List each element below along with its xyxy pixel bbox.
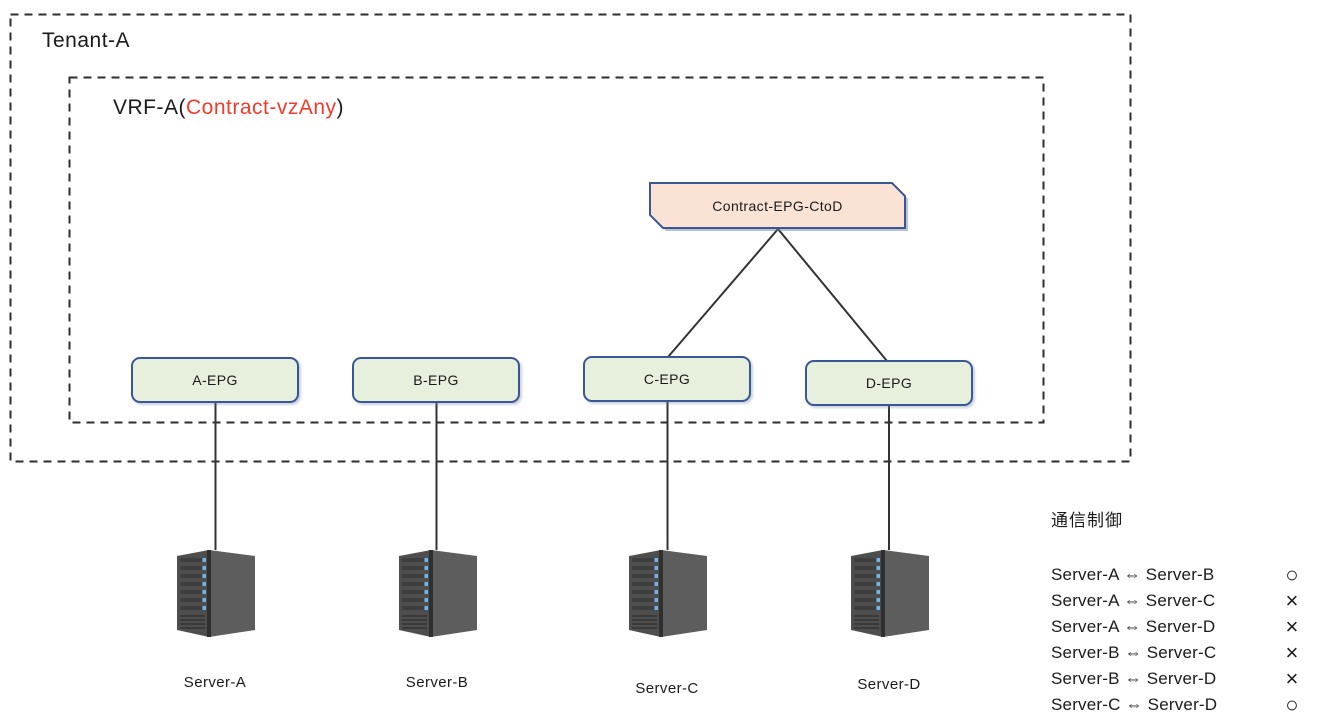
legend-row-bc: Server-B ⇔ Server-C × xyxy=(1051,640,1307,666)
link-contract-depg xyxy=(777,228,888,362)
deny-symbol: × xyxy=(1285,640,1299,665)
legend-row-cd: Server-C ⇔ Server-D ○ xyxy=(1051,692,1307,718)
deny-symbol: × xyxy=(1285,614,1299,639)
legend-pair-cd: Server-C ⇔ Server-D xyxy=(1051,695,1218,714)
server-d-label: Server-D xyxy=(857,676,921,693)
legend-pair-bc: Server-B ⇔ Server-C xyxy=(1051,643,1217,662)
vrf-name-suffix: ) xyxy=(336,96,345,119)
epg-b-box: B-EPG xyxy=(352,357,520,403)
legend-row-bd: Server-B ⇔ Server-D × xyxy=(1051,666,1307,692)
epg-a-label: A-EPG xyxy=(192,372,238,388)
allow-symbol: ○ xyxy=(1285,562,1299,587)
link-contract-cepg xyxy=(667,228,779,358)
contract-epg-ctod-label: Contract-EPG-CtoD xyxy=(712,197,843,214)
tenant-name: Tenant-A xyxy=(42,29,131,52)
vrf-label: VRF-A(Contract-vzAny) xyxy=(113,96,344,120)
server-c-icon xyxy=(629,550,707,637)
legend-row-ab: Server-A ⇔ Server-B ○ xyxy=(1051,562,1307,588)
epg-a-box: A-EPG xyxy=(131,357,299,403)
epg-d-label: D-EPG xyxy=(865,375,913,391)
vrf-contract-name: Contract-vzAny xyxy=(186,96,337,119)
epg-c-label: C-EPG xyxy=(643,371,691,387)
server-c-label: Server-C xyxy=(635,680,699,697)
server-b-icon xyxy=(399,550,477,637)
tenant-label: Tenant-A xyxy=(42,29,130,53)
vrf-boundary-box xyxy=(68,76,1045,424)
communication-control-legend: 通信制御 Server-A ⇔ Server-B ○ Server-A ⇔ Se… xyxy=(1051,506,1307,718)
server-d-icon xyxy=(851,550,929,637)
epg-c-box: C-EPG xyxy=(583,356,751,402)
legend-pair-ac: Server-A ⇔ Server-C xyxy=(1051,591,1216,610)
legend-row-ad: Server-A ⇔ Server-D × xyxy=(1051,614,1307,640)
legend-row-ac: Server-A ⇔ Server-C × xyxy=(1051,588,1307,614)
epg-b-label: B-EPG xyxy=(413,372,459,388)
legend-pair-ab: Server-A ⇔ Server-B xyxy=(1051,565,1215,584)
legend-pair-bd: Server-B ⇔ Server-D xyxy=(1051,669,1217,688)
deny-symbol: × xyxy=(1285,666,1299,691)
tenant-boundary-box xyxy=(9,13,1132,463)
server-b-label: Server-B xyxy=(405,674,469,691)
legend-title: 通信制御 xyxy=(1051,511,1123,530)
contract-box xyxy=(649,182,906,229)
server-a-icon xyxy=(177,550,255,637)
deny-symbol: × xyxy=(1285,588,1299,613)
server-a-label: Server-A xyxy=(183,674,247,691)
allow-symbol: ○ xyxy=(1285,692,1299,717)
legend-pair-ad: Server-A ⇔ Server-D xyxy=(1051,617,1216,636)
epg-d-box: D-EPG xyxy=(805,360,973,406)
vrf-name-prefix: VRF-A( xyxy=(113,96,186,119)
